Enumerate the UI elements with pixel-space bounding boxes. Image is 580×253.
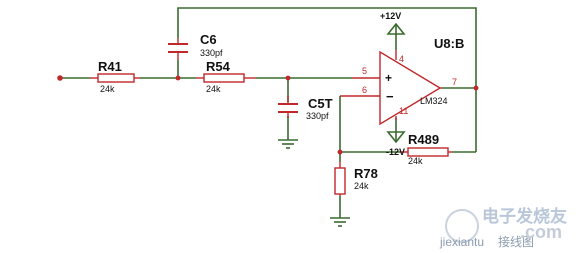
- opamp-u8b: + − 5 6 4 7 11 U8:B LM324: [340, 36, 464, 126]
- inverting-sign: −: [386, 89, 394, 104]
- ground-symbol: [278, 139, 298, 149]
- supply-positive: +12V: [380, 11, 406, 35]
- r54-ref: R54: [206, 59, 231, 74]
- junction-dot: [175, 75, 181, 81]
- resistor-r489: R489 24k: [400, 132, 452, 166]
- r41-value: 24k: [100, 84, 115, 94]
- watermark-line2: jiexiantu: [439, 235, 484, 249]
- capacitor-c5t: C5T 330pf: [278, 96, 333, 121]
- r489-ref: R489: [408, 132, 439, 147]
- pin-6: 6: [362, 85, 367, 95]
- watermark-line1: 电子发烧友: [482, 206, 567, 227]
- r489-value: 24k: [408, 156, 423, 166]
- ground-symbol: [330, 217, 350, 227]
- r41-ref: R41: [98, 59, 122, 74]
- watermark-logo-icon: [445, 209, 479, 243]
- resistor-r78: R78 24k: [334, 162, 378, 196]
- c6-value: 330pf: [200, 48, 223, 58]
- pin-11: 11: [399, 106, 408, 116]
- r78-value: 24k: [354, 181, 369, 191]
- pin-7: 7: [452, 77, 457, 87]
- opamp-triangle: [379, 50, 442, 126]
- c5t-value: 330pf: [306, 111, 329, 121]
- pin-5: 5: [362, 66, 367, 76]
- junction-dot: [285, 75, 291, 81]
- r78-ref: R78: [354, 166, 378, 181]
- c5t-ref: C5T: [308, 96, 333, 111]
- watermark-line3: 接线图: [498, 234, 534, 249]
- resistor-r54: R54 24k: [196, 59, 256, 94]
- junction-dot: [337, 149, 343, 155]
- capacitor-c6: C6 330pf: [168, 32, 223, 60]
- watermark: 电子发烧友 jiexiantu 接线图 .com: [439, 206, 567, 249]
- resistor-r41: R41 24k: [90, 59, 140, 94]
- supply-positive-label: +12V: [380, 11, 401, 21]
- junctions: [57, 75, 479, 155]
- noninverting-sign: +: [385, 71, 392, 85]
- arrow-up-icon: [386, 22, 406, 35]
- opamp-ref: U8:B: [434, 36, 464, 51]
- opamp-part: LM324: [420, 96, 448, 106]
- r54-value: 24k: [206, 84, 221, 94]
- c6-ref: C6: [200, 32, 217, 47]
- junction-dot: [473, 85, 479, 91]
- input-terminal: [57, 75, 63, 81]
- arrow-down-icon: [386, 131, 406, 144]
- supply-negative: -12V: [386, 131, 406, 157]
- watermark-line4: .com: [520, 222, 562, 242]
- supply-negative-label: -12V: [386, 147, 405, 157]
- pin-4: 4: [399, 54, 404, 64]
- wires: [60, 7, 477, 218]
